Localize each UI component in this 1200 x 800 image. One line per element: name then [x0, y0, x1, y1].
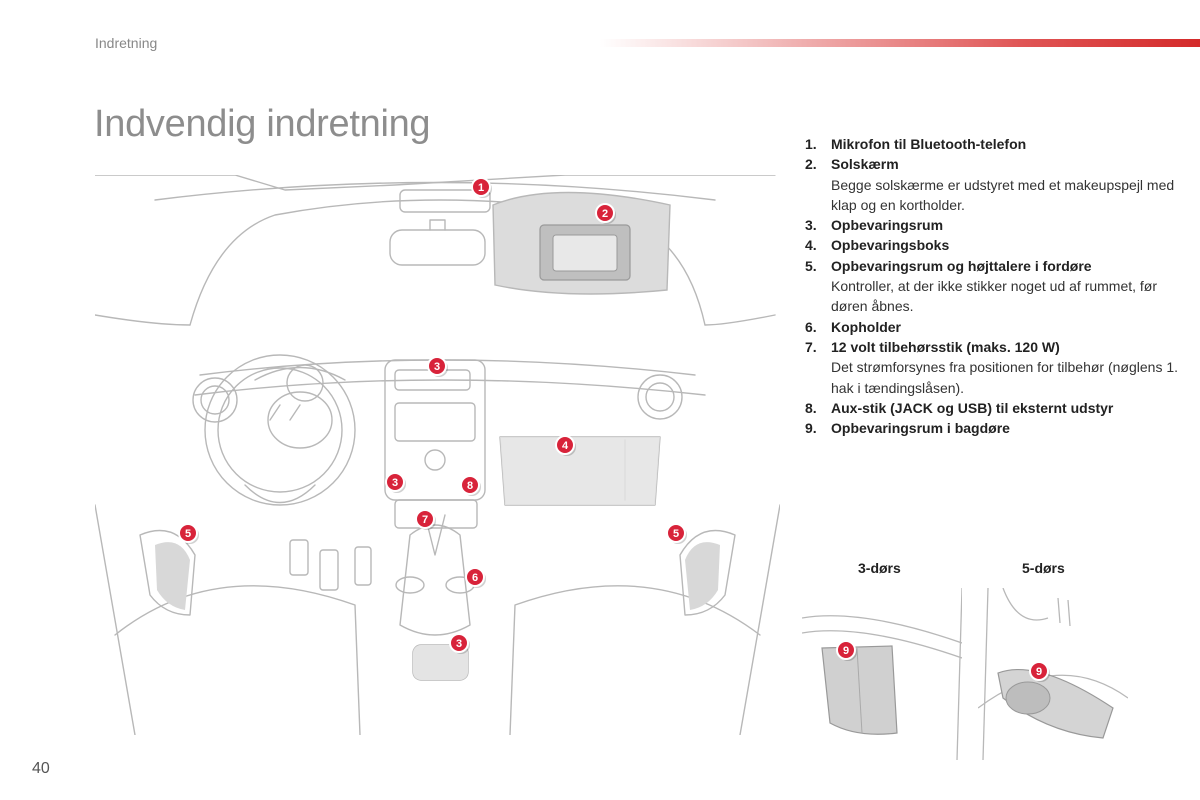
legend-item: 6.Kopholder — [805, 317, 1185, 337]
rear-door-3-illustration: 9 — [802, 588, 962, 760]
legend-description: Det strømforsynes fra positionen for til… — [831, 359, 1179, 396]
svg-text:9: 9 — [843, 645, 849, 657]
section-header: Indretning — [95, 35, 158, 51]
legend-item: 7.12 volt tilbehørsstik (maks. 120 W)Det… — [805, 337, 1185, 398]
legend-item: 1.Mikrofon til Bluetooth-telefon — [805, 134, 1185, 154]
legend-label: 12 volt tilbehørsstik (maks. 120 W) — [831, 338, 1060, 355]
callout-marker: 9 — [1029, 661, 1050, 682]
page-title: Indvendig indretning — [94, 103, 431, 146]
svg-text:6: 6 — [472, 572, 478, 584]
svg-text:5: 5 — [673, 528, 679, 540]
legend-item: 4.Opbevaringsboks — [805, 235, 1185, 255]
callout-marker: 2 — [595, 203, 616, 224]
legend-description: Kontroller, at der ikke stikker noget ud… — [831, 278, 1158, 315]
legend-list: 1.Mikrofon til Bluetooth-telefon 2.Solsk… — [805, 134, 1185, 438]
svg-text:5: 5 — [185, 528, 191, 540]
callout-marker: 5 — [178, 523, 199, 544]
rear-door-5-illustration: 9 — [978, 588, 1128, 760]
legend-label: Solskærm — [831, 156, 899, 173]
interior-illustration: 1 2 3 4 5 5 3 8 7 6 3 — [95, 175, 780, 735]
legend-label: Kopholder — [831, 318, 901, 335]
legend-label: Opbevaringsboks — [831, 237, 950, 254]
svg-text:3: 3 — [434, 361, 440, 373]
svg-text:2: 2 — [602, 208, 608, 220]
legend-label: Opbevaringsrum i bagdøre — [831, 420, 1010, 437]
legend-item: 5.Opbevaringsrum og højttalere i fordøre… — [805, 256, 1185, 317]
callout-marker: 4 — [555, 435, 576, 456]
legend-label: Aux-stik (JACK og USB) til eksternt udst… — [831, 399, 1114, 416]
legend-label: Opbevaringsrum og højttalere i fordøre — [831, 257, 1092, 274]
callout-marker: 6 — [465, 567, 486, 588]
svg-text:1: 1 — [478, 182, 484, 194]
callout-marker: 1 — [471, 177, 492, 198]
legend-item: 3.Opbevaringsrum — [805, 215, 1185, 235]
legend-description: Begge solskærme er udstyret med et makeu… — [831, 176, 1175, 213]
callout-marker: 5 — [666, 523, 687, 544]
legend-label: Mikrofon til Bluetooth-telefon — [831, 136, 1027, 152]
page-number: 40 — [32, 760, 50, 777]
callout-marker: 3 — [449, 633, 470, 654]
svg-text:8: 8 — [467, 480, 473, 492]
callout-marker: 3 — [427, 356, 448, 377]
legend-label: Opbevaringsrum — [831, 217, 944, 234]
door-5-label: 5-dørs — [1022, 560, 1065, 576]
svg-text:7: 7 — [422, 514, 428, 526]
svg-text:4: 4 — [562, 440, 569, 452]
svg-text:9: 9 — [1036, 666, 1042, 678]
callout-marker: 9 — [836, 640, 857, 661]
legend-item: 9.Opbevaringsrum i bagdøre — [805, 418, 1185, 438]
svg-text:3: 3 — [456, 638, 462, 650]
callout-marker: 3 — [385, 472, 406, 493]
legend-item: 8.Aux-stik (JACK og USB) til eksternt ud… — [805, 398, 1185, 418]
callout-marker: 8 — [460, 475, 481, 496]
callout-marker: 7 — [415, 509, 436, 530]
svg-text:3: 3 — [392, 477, 398, 489]
door-3-label: 3-dørs — [858, 560, 901, 576]
header-rule — [600, 39, 1200, 47]
